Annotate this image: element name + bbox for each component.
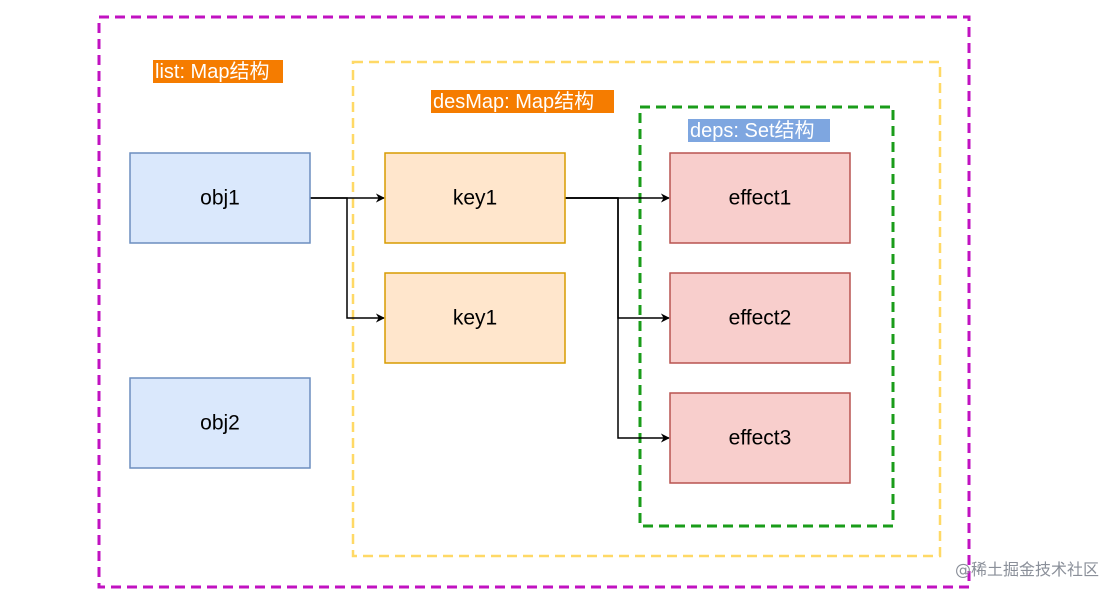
list-container	[97, 15, 971, 589]
node-effect3: effect3	[669, 392, 851, 484]
edge-key1-effect2	[565, 197, 670, 323]
node-effect2-label: effect2	[729, 307, 792, 330]
node-effect3-label: effect3	[729, 427, 792, 450]
list-label: list: Map结构	[155, 60, 269, 83]
deps-label-badge: deps: Set结构	[688, 119, 830, 142]
edge-obj1-key1-b	[310, 197, 385, 323]
node-obj1: obj1	[129, 152, 311, 244]
node-key1-b-label: key1	[453, 307, 497, 330]
node-key1-b: key1	[384, 272, 566, 364]
deps-label: deps: Set结构	[690, 119, 815, 142]
node-effect1-label: effect1	[729, 187, 792, 210]
node-obj2-label: obj2	[200, 412, 240, 435]
node-obj2: obj2	[129, 377, 311, 469]
desmap-container	[351, 60, 942, 558]
watermark-text: @稀土掘金技术社区	[955, 560, 1099, 579]
desmap-label: desMap: Map结构	[433, 90, 594, 113]
node-effect2: effect2	[669, 272, 851, 364]
node-key1-a: key1	[384, 152, 566, 244]
desmap-label-badge: desMap: Map结构	[431, 90, 614, 113]
edges	[310, 193, 670, 443]
node-obj1-label: obj1	[200, 187, 240, 210]
node-effect1: effect1	[669, 152, 851, 244]
edge-key1-effect3	[565, 197, 670, 443]
list-label-badge: list: Map结构	[153, 60, 283, 83]
node-key1-a-label: key1	[453, 187, 497, 210]
